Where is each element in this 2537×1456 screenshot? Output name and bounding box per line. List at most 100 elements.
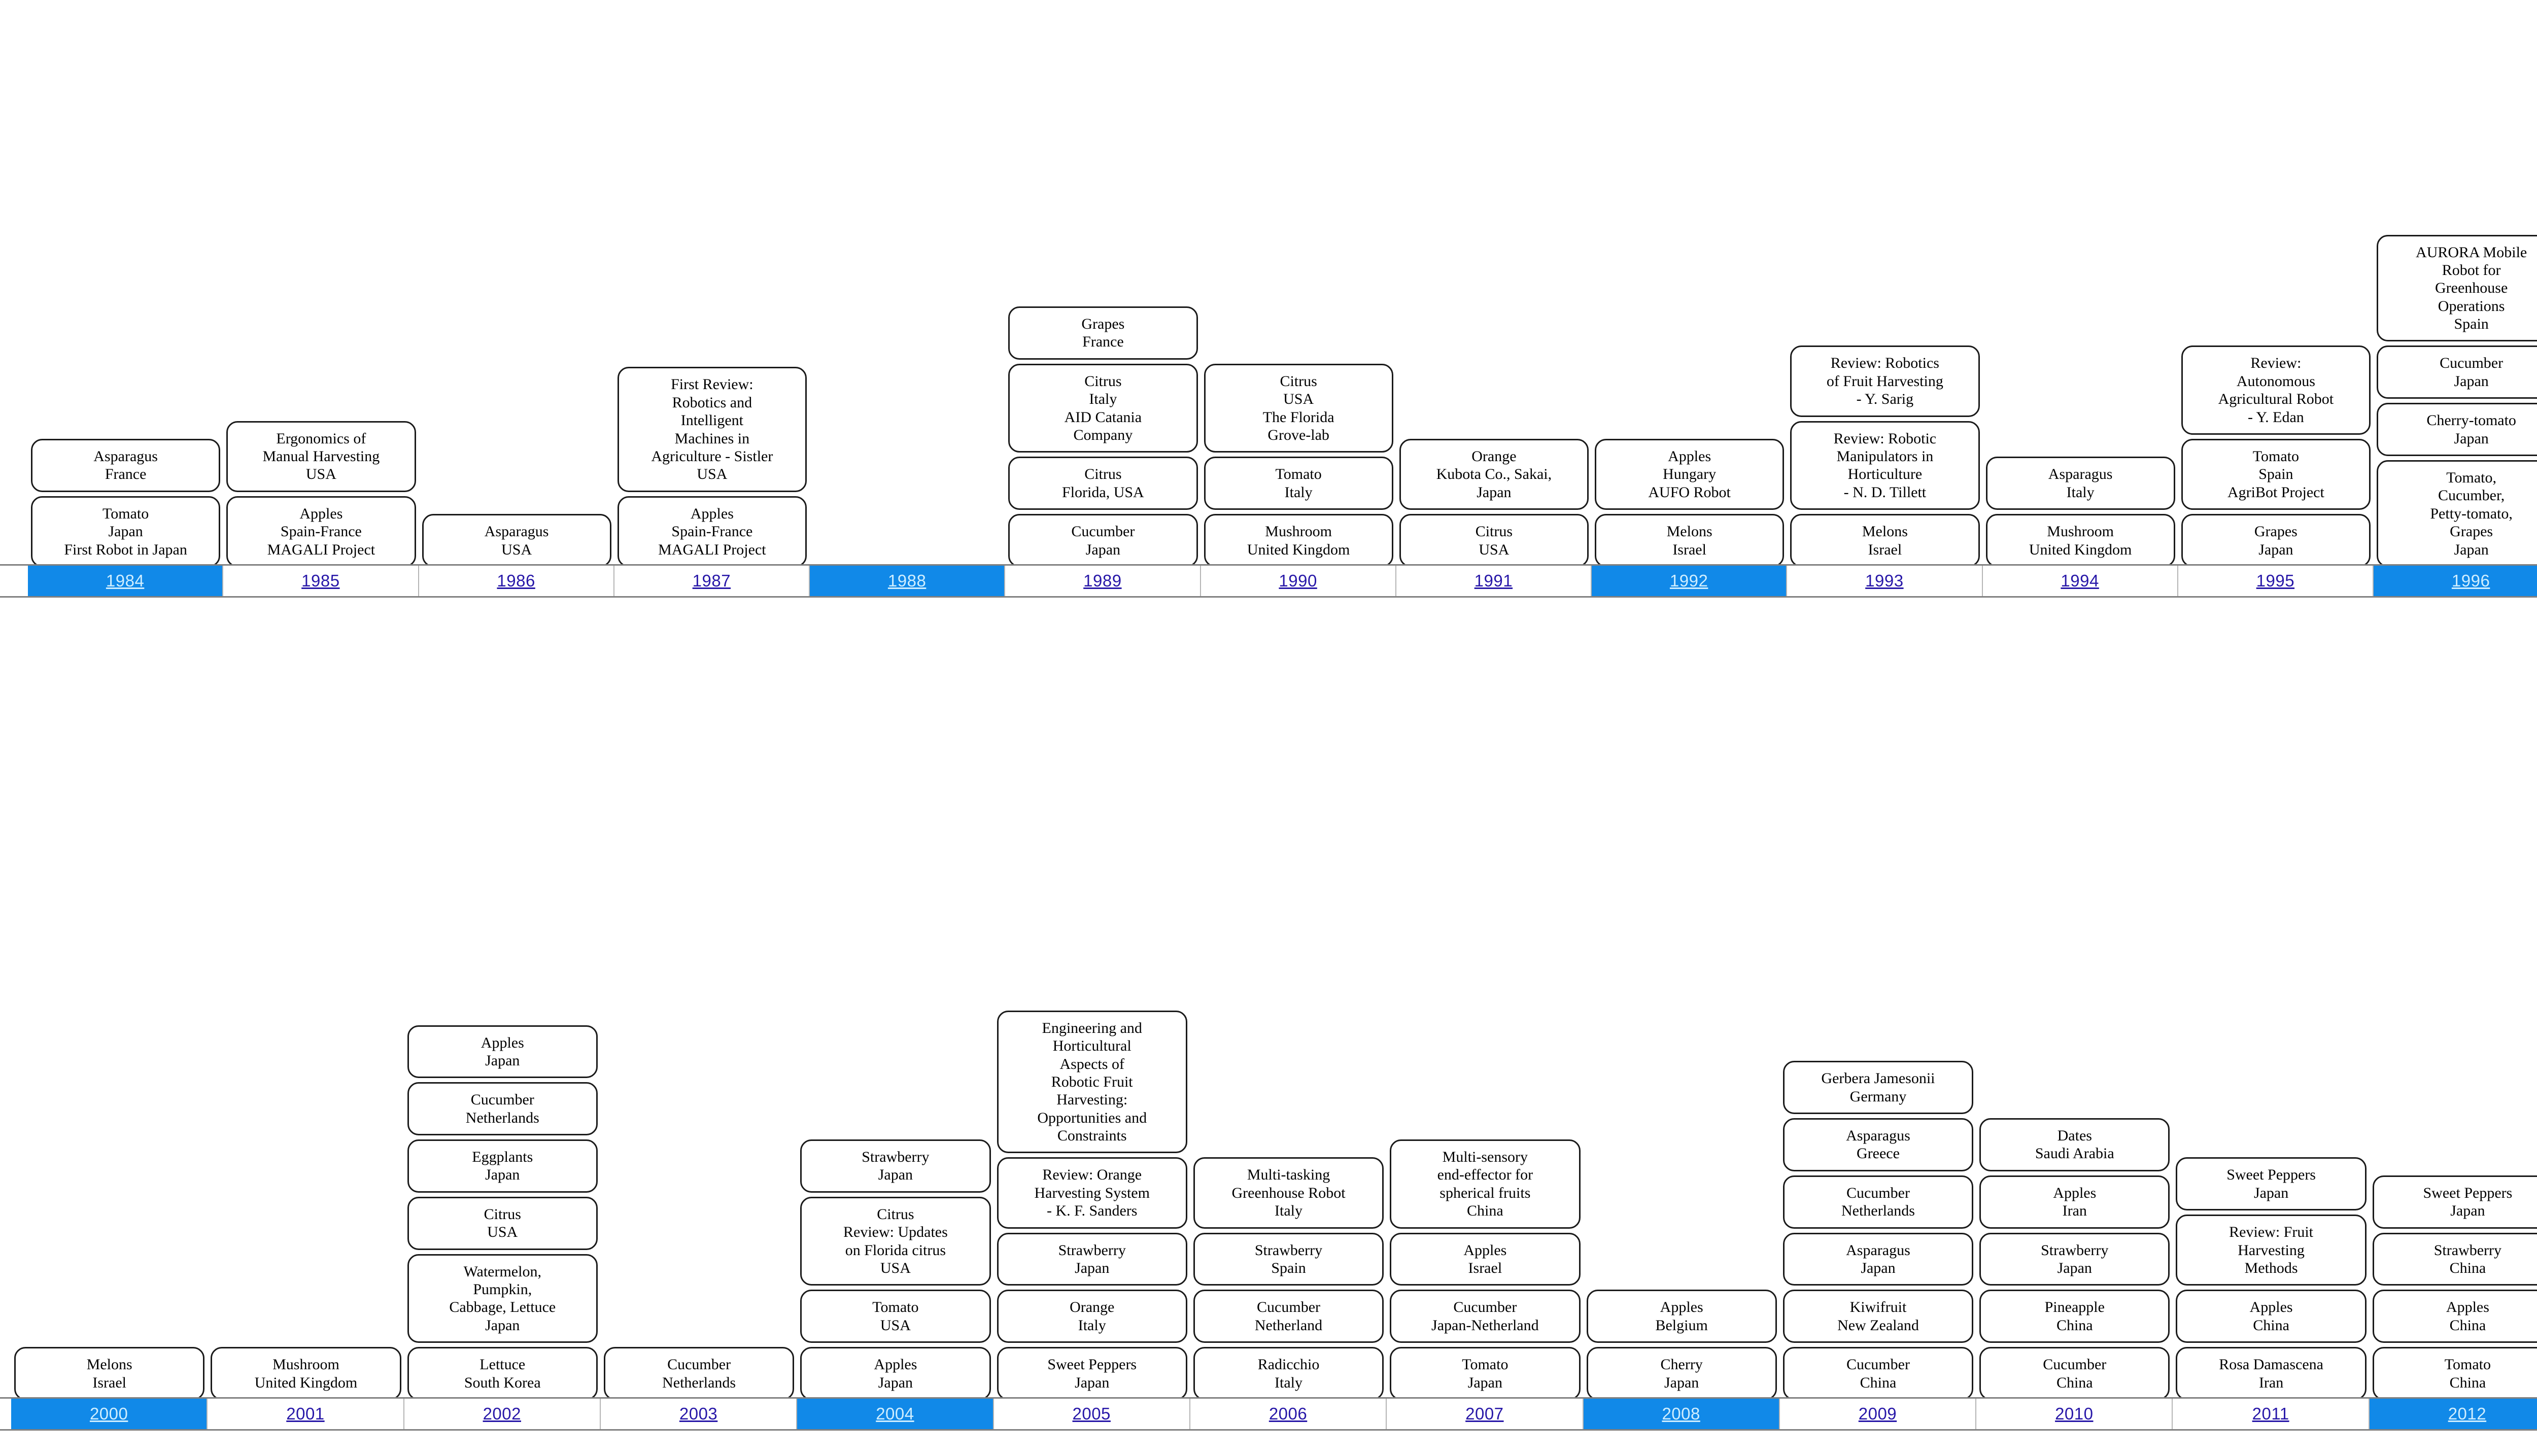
year-label[interactable]: 2005 [1072, 1404, 1111, 1423]
year-label[interactable]: 1994 [2061, 571, 2099, 590]
year-cell-2007[interactable]: 2007 [1387, 1399, 1584, 1429]
year-label[interactable]: 2004 [876, 1404, 914, 1423]
year-cell-2006[interactable]: 2006 [1190, 1399, 1387, 1429]
year-cell-1989[interactable]: 1989 [1005, 566, 1201, 596]
year-cell-1985[interactable]: 1985 [223, 566, 419, 596]
year-cell-2002[interactable]: 2002 [404, 1399, 601, 1429]
year-cell-1986[interactable]: 1986 [419, 566, 614, 596]
timeline-node-label: Apples Japan [874, 1356, 917, 1391]
year-cell-1993[interactable]: 1993 [1787, 566, 1983, 596]
timeline-node: Dates Saudi Arabia [1979, 1118, 2170, 1171]
timeline-node: Grapes Japan [2181, 514, 2371, 567]
timeline-node-label: Apples Israel [1463, 1241, 1507, 1277]
timeline-node-label: Citrus Italy AID Catania Company [1064, 372, 1142, 444]
timeline-node: Cucumber China [1782, 1347, 1974, 1400]
timeline-node: Mushroom United Kingdom [211, 1347, 401, 1400]
timeline-node-label: Mushroom United Kingdom [254, 1356, 358, 1391]
year-label[interactable]: 2003 [679, 1404, 718, 1423]
year-cell-2010[interactable]: 2010 [1976, 1399, 2173, 1429]
year-cell-2005[interactable]: 2005 [993, 1399, 1190, 1429]
timeline-node-label: Tomato China [2444, 1356, 2491, 1391]
year-cell-2009[interactable]: 2009 [1779, 1399, 1977, 1429]
year-label[interactable]: 1996 [2451, 571, 2490, 590]
timeline-node-label: Cucumber China [1846, 1356, 1910, 1391]
year-label[interactable]: 1993 [1865, 571, 1904, 590]
year-label[interactable]: 2006 [1268, 1404, 1308, 1423]
timeline-node: Pineapple China [1979, 1290, 2170, 1343]
timeline-node: Citrus Florida, USA [1008, 457, 1198, 510]
timeline-node: Cucumber Netherland [1193, 1290, 1384, 1343]
year-cell-1991[interactable]: 1991 [1396, 566, 1592, 596]
year-label[interactable]: 2012 [2448, 1404, 2487, 1423]
timeline-node-label: Mushroom United Kingdom [1247, 523, 1350, 558]
timeline-node: Asparagus Greece [1782, 1118, 1974, 1171]
year-cell-1984[interactable]: 1984 [28, 566, 224, 596]
timeline-node: Tomato Japan [1390, 1347, 1581, 1400]
timeline-node-label: Asparagus USA [484, 523, 549, 558]
timeline-node-label: Cucumber China [2043, 1356, 2107, 1391]
timeline-node-label: Lettuce South Korea [464, 1356, 541, 1391]
year-axis-row2: 2000 2001 2002 2003 2004 2005 2006 2007 2008 2009… [0, 1397, 2537, 1431]
year-label[interactable]: 1988 [887, 571, 927, 590]
year-label[interactable]: 1984 [106, 571, 145, 590]
year-label[interactable]: 1985 [301, 571, 340, 590]
year-cell-1995[interactable]: 1995 [2178, 566, 2374, 596]
year-cell-2012[interactable]: 2012 [2369, 1399, 2537, 1429]
timeline-node: Apples Iran [1979, 1175, 2170, 1229]
timeline-node: AURORA Mobile Robot for Greenhouse Opera… [2377, 234, 2537, 342]
year-cell-2004[interactable]: 2004 [797, 1399, 994, 1429]
timeline-node: Orange Italy [997, 1290, 1187, 1343]
year-cell-1994[interactable]: 1994 [1982, 566, 2178, 596]
year-label[interactable]: 2011 [2252, 1404, 2289, 1423]
year-cell-2001[interactable]: 2001 [208, 1399, 404, 1429]
timeline-node-label: Sweet Peppers Japan [2226, 1166, 2316, 1201]
year-cell-2011[interactable]: 2011 [2173, 1399, 2370, 1429]
timeline-node-label: Ergonomics of Manual Harvesting USA [262, 430, 380, 483]
timeline-node-label: Apples Iran [2053, 1184, 2097, 1220]
year-cell-1990[interactable]: 1990 [1201, 566, 1396, 596]
timeline-node: Review: Robotic Manipulators in Horticul… [1790, 421, 1980, 510]
timeline-node: Cucumber Japan [1008, 514, 1198, 567]
year-cell-2008[interactable]: 2008 [1583, 1399, 1780, 1429]
year-label[interactable]: 2010 [2055, 1404, 2094, 1423]
year-cell-1987[interactable]: 1987 [614, 566, 810, 596]
timeline-node-label: Orange Italy [1070, 1299, 1115, 1334]
timeline-node: Rosa Damascena Iran [2176, 1347, 2367, 1400]
timeline-node: Orange Kubota Co., Sakai, Japan [1399, 439, 1589, 510]
timeline-row-2000-2014: Melons Israel Mushroom United Kingdom Appl… [0, 660, 2537, 1456]
year-label[interactable]: 2009 [1858, 1404, 1897, 1423]
year-label[interactable]: 1989 [1083, 571, 1122, 590]
year-column-2000: Melons Israel [11, 1347, 208, 1400]
year-label[interactable]: 2008 [1662, 1404, 1700, 1423]
year-label[interactable]: 1991 [1474, 571, 1513, 590]
year-column-2003: Cucumber Netherlands [601, 1347, 797, 1400]
timeline-node: Cucumber Japan-Netherland [1390, 1290, 1581, 1343]
year-label[interactable]: 1995 [2256, 571, 2295, 590]
year-label[interactable]: 1986 [497, 571, 535, 590]
year-label[interactable]: 1990 [1279, 571, 1317, 590]
year-label[interactable]: 2002 [483, 1404, 521, 1423]
timeline-node-label: Radicchio Italy [1257, 1356, 1320, 1391]
timeline-node: Sweet Peppers Japan [2176, 1157, 2367, 1211]
timeline-node: Gerbera Jamesonii Germany [1782, 1061, 1974, 1115]
timeline-node: Cucumber Netherlands [603, 1347, 795, 1400]
year-cell-1996[interactable]: 1996 [2374, 566, 2537, 596]
year-label[interactable]: 1992 [1669, 571, 1708, 590]
timeline-node-label: Strawberry Japan [2041, 1241, 2109, 1277]
year-label[interactable]: 1987 [692, 571, 731, 590]
timeline-node: Watermelon, Pumpkin, Cabbage, Lettuce Ja… [407, 1254, 598, 1343]
year-label[interactable]: 2007 [1465, 1404, 1504, 1423]
year-cell-2000[interactable]: 2000 [11, 1399, 208, 1429]
timeline-node: Apples Israel [1390, 1232, 1581, 1286]
timeline-node: Cucumber China [1979, 1347, 2170, 1400]
year-cell-1992[interactable]: 1992 [1592, 566, 1788, 596]
year-cell-1988[interactable]: 1988 [810, 566, 1006, 596]
node-stacks-row2: Melons Israel Mushroom United Kingdom Appl… [0, 660, 2537, 1400]
year-label[interactable]: 2001 [286, 1404, 325, 1423]
year-cell-2003[interactable]: 2003 [600, 1399, 798, 1429]
timeline-node: Melons Israel [14, 1347, 205, 1400]
year-label[interactable]: 2000 [89, 1404, 128, 1423]
